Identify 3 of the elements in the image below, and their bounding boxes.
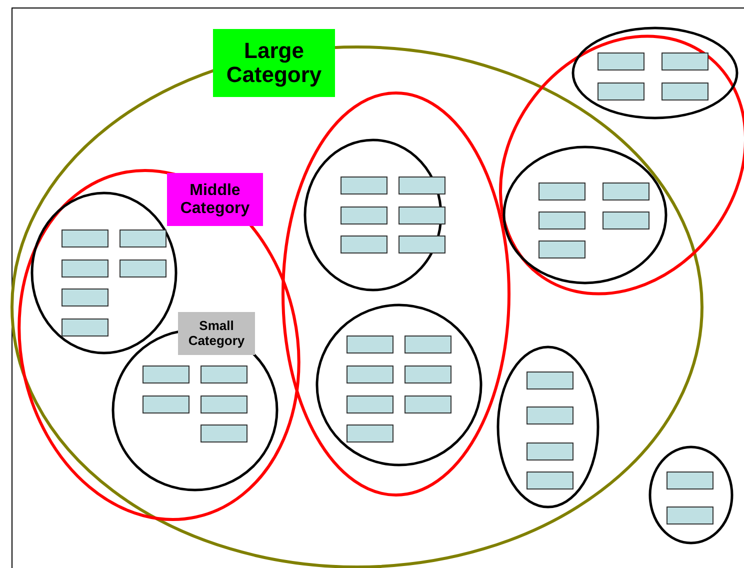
large-category-label: Large Category: [213, 29, 335, 97]
middle-category-label: Middle Category: [167, 173, 263, 226]
small-category-label: Small Category: [178, 312, 255, 355]
